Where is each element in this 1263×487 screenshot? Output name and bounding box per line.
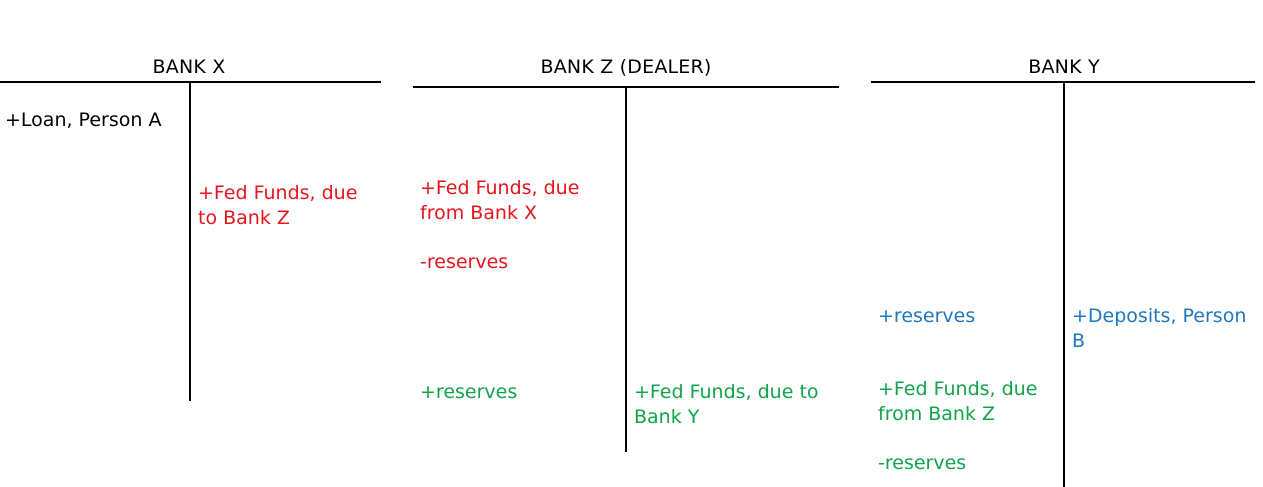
entry-line-2: Bank Y xyxy=(634,406,700,428)
bank-z-asset-fed-funds: +Fed Funds, due from Bank X xyxy=(420,176,579,226)
bank-y-title: BANK Y xyxy=(1028,56,1100,78)
entry-line-1: +Fed Funds, due to xyxy=(634,381,819,403)
bank-z-vertical-rule xyxy=(625,87,627,452)
entry-text: +reserves xyxy=(878,305,976,327)
entry-text: +Loan, Person A xyxy=(5,109,162,131)
bank-x-vertical-rule xyxy=(189,82,191,401)
bank-x-liability-fed-funds: +Fed Funds, due to Bank Z xyxy=(198,181,357,231)
bank-z-liability-fed-funds: +Fed Funds, due to Bank Y xyxy=(634,380,819,430)
bank-y-vertical-rule xyxy=(1063,82,1065,487)
entry-line-1: +Fed Funds, due xyxy=(198,182,358,204)
entry-line-2: to Bank Z xyxy=(198,207,290,229)
bank-y-asset-fed-funds: +Fed Funds, due from Bank Z xyxy=(878,377,1037,427)
entry-text: -reserves xyxy=(420,251,509,273)
entry-line-1: +Fed Funds, due xyxy=(420,177,580,199)
bank-z-asset-plus-reserves: +reserves xyxy=(420,380,517,405)
bank-z-asset-minus-reserves: -reserves xyxy=(420,250,508,275)
bank-y-asset-minus-reserves: -reserves xyxy=(878,451,966,476)
entry-line-2: from Bank Z xyxy=(878,403,996,425)
bank-y-liability-deposits: +Deposits, Person B xyxy=(1072,304,1246,354)
bank-x-asset-loan: +Loan, Person A xyxy=(5,108,161,133)
entry-text: -reserves xyxy=(878,452,967,474)
bank-y-asset-plus-reserves: +reserves xyxy=(878,304,975,329)
entry-text: +reserves xyxy=(420,381,518,403)
entry-line-1: +Fed Funds, due xyxy=(878,378,1038,400)
entry-line-1: +Deposits, Person xyxy=(1072,305,1247,327)
bank-x-title: BANK X xyxy=(152,56,226,78)
entry-line-2: from Bank X xyxy=(420,202,538,224)
entry-line-2: B xyxy=(1072,330,1086,352)
bank-z-title: BANK Z (DEALER) xyxy=(540,56,712,78)
